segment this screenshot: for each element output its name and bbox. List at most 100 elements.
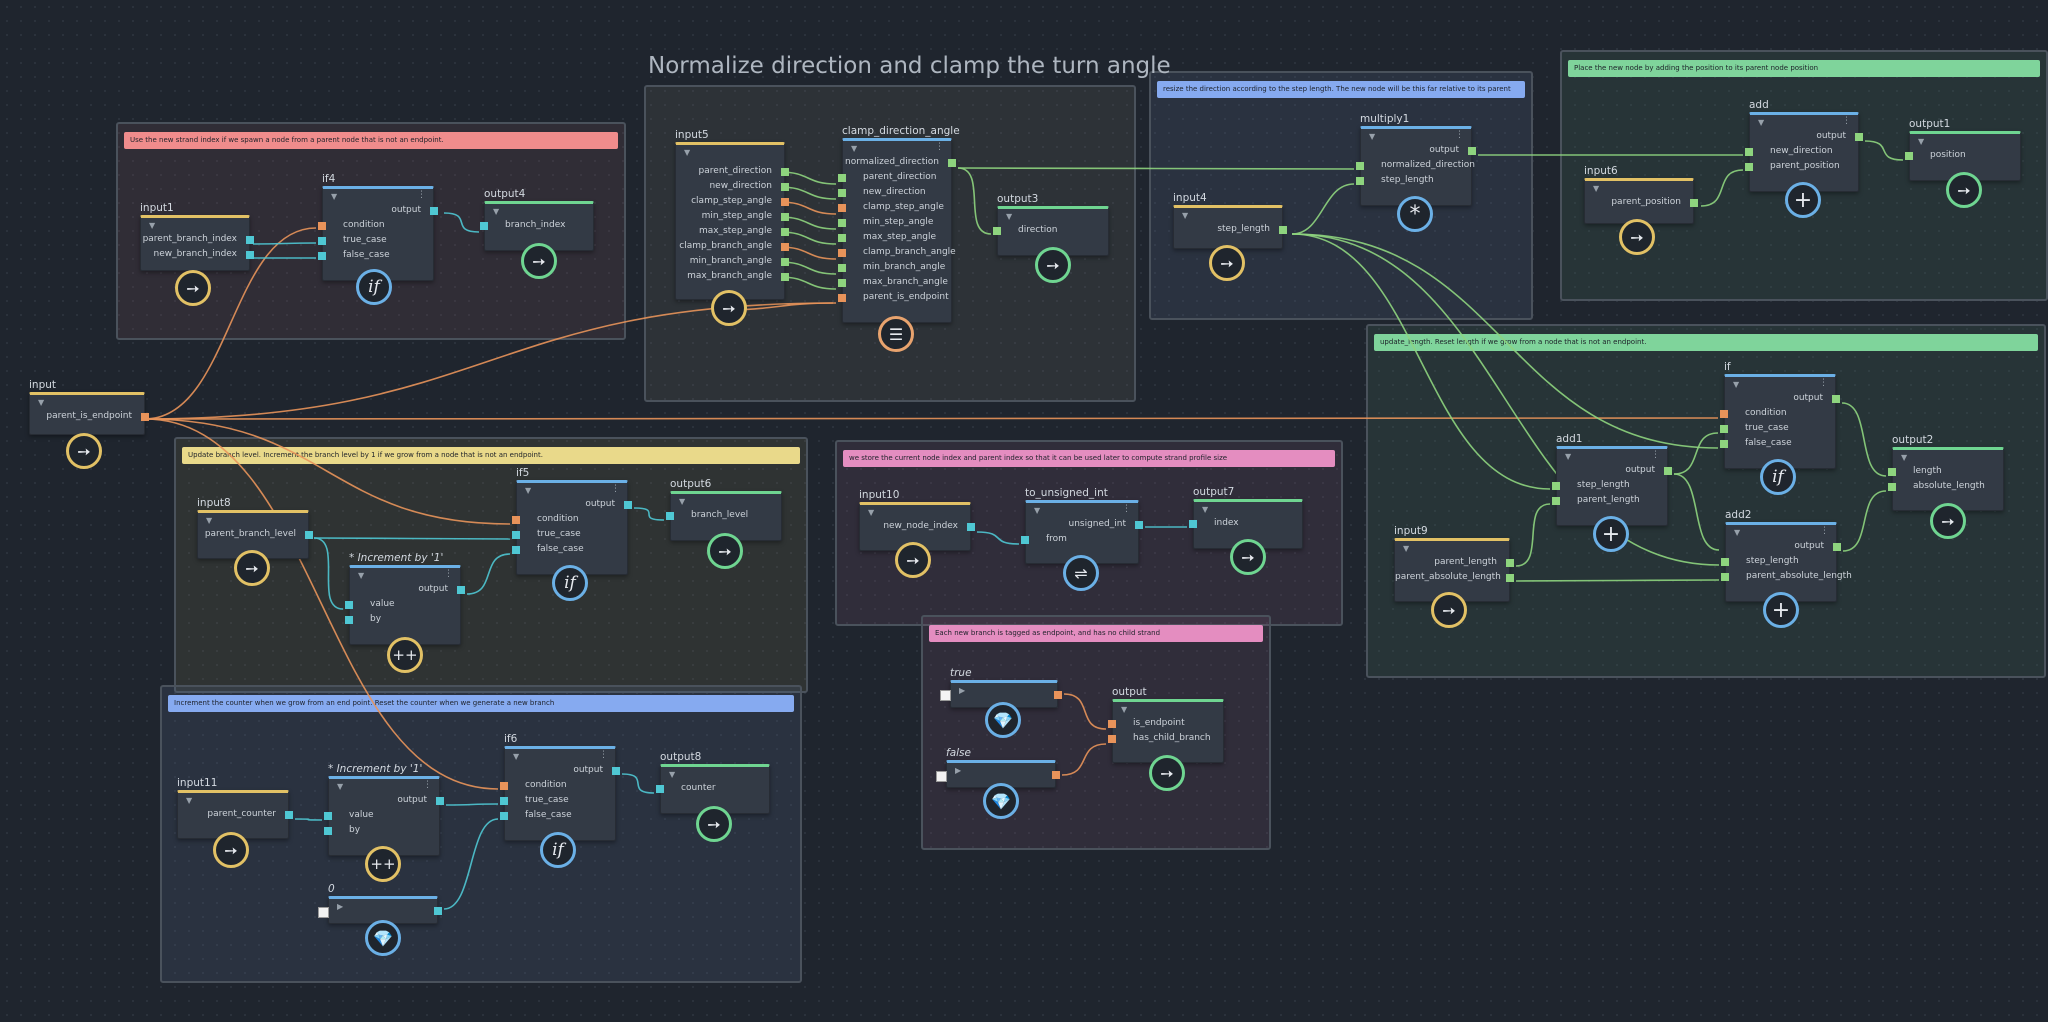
node-zero[interactable]: 0 ▶ bbox=[328, 882, 442, 924]
port-in-direction[interactable]: direction bbox=[993, 223, 1108, 238]
port-in-parent-is-endpoint[interactable]: parent_is_endpoint bbox=[838, 290, 951, 305]
node-input[interactable]: input ▼ parent_is_endpoint bbox=[29, 378, 149, 435]
node-add1[interactable]: add1 ▼⋮ output step_length parent_length bbox=[1552, 432, 1672, 526]
false-checkbox[interactable] bbox=[936, 771, 947, 782]
port-out[interactable]: output bbox=[1557, 463, 1672, 478]
node-input11[interactable]: input11 ▼ parent_counter bbox=[177, 776, 293, 839]
node-body[interactable]: ▼⋮ output step_length parent_length bbox=[1552, 446, 1672, 526]
node-menu-icon[interactable]: ⋮ bbox=[423, 780, 432, 790]
collapse-triangle-icon[interactable]: ▼ bbox=[358, 571, 365, 580]
port-out[interactable]: output bbox=[505, 763, 620, 778]
zero-checkbox[interactable] bbox=[318, 907, 329, 918]
port-in-clamp-branch-angle[interactable]: clamp_branch_angle bbox=[838, 245, 956, 260]
port-in-branch-level[interactable]: branch_level bbox=[666, 508, 781, 523]
node-body[interactable]: ▼ parent_is_endpoint bbox=[29, 392, 149, 435]
port-out-new-direction[interactable]: new_direction bbox=[676, 179, 789, 194]
node-if6[interactable]: if6 ▼⋮ output condition true_case false_… bbox=[500, 732, 620, 841]
collapse-triangle-icon[interactable]: ▼ bbox=[1034, 506, 1041, 515]
port-out[interactable]: output bbox=[1361, 143, 1476, 158]
node-menu-icon[interactable]: ⋮ bbox=[1842, 116, 1851, 126]
node-multiply1[interactable]: multiply1 ▼⋮ output normalized_direction… bbox=[1356, 112, 1476, 206]
port-in-value[interactable]: value bbox=[324, 808, 439, 823]
node-body[interactable]: ▼ parent_direction new_direction clamp_s… bbox=[675, 142, 789, 300]
node-clamp-direction-angle[interactable]: clamp_direction_angle ▼⋮ normalized_dire… bbox=[838, 124, 960, 323]
port-in-new-direction[interactable]: new_direction bbox=[838, 185, 951, 200]
port-in-parent-position[interactable]: parent_position bbox=[1745, 159, 1858, 174]
node-increment-by-1-b[interactable]: * Increment by '1' ▼⋮ output value by bbox=[324, 762, 444, 856]
port-out[interactable]: output bbox=[323, 203, 438, 218]
node-output[interactable]: output ▼ is_endpoint has_child_branch bbox=[1108, 685, 1224, 763]
port-in-new-direction[interactable]: new_direction bbox=[1745, 144, 1858, 159]
collapse-triangle-icon[interactable]: ▼ bbox=[1733, 380, 1740, 389]
port-in-false-case[interactable]: false_case bbox=[318, 248, 433, 263]
port-in-true-case[interactable]: true_case bbox=[500, 793, 615, 808]
node-add[interactable]: add ▼⋮ output new_direction parent_posit… bbox=[1745, 98, 1863, 192]
port-out-step-length[interactable]: step_length bbox=[1174, 222, 1287, 237]
collapse-triangle-icon[interactable]: ▼ bbox=[1121, 705, 1128, 714]
expand-triangle-icon[interactable]: ▶ bbox=[959, 686, 966, 695]
node-body[interactable]: ▼⋮ output step_length parent_absolute_le… bbox=[1721, 522, 1852, 602]
node-output3[interactable]: output3 ▼ direction bbox=[993, 192, 1109, 256]
port-in-step-length[interactable]: step_length bbox=[1356, 173, 1471, 188]
port-out-clamp-step-angle[interactable]: clamp_step_angle bbox=[676, 194, 789, 209]
port-in-is-endpoint[interactable]: is_endpoint bbox=[1108, 716, 1223, 731]
node-body[interactable]: ▼ branch_level bbox=[666, 491, 782, 541]
port-out-parent-branch-index[interactable]: parent_branch_index bbox=[141, 232, 254, 247]
node-body[interactable]: ▼⋮ output condition true_case false_case bbox=[500, 746, 620, 841]
port-in-by[interactable]: by bbox=[345, 612, 460, 627]
collapse-triangle-icon[interactable]: ▼ bbox=[1202, 505, 1209, 514]
node-input4[interactable]: input4 ▼ step_length bbox=[1173, 191, 1287, 249]
port-in-false-case[interactable]: false_case bbox=[512, 542, 627, 557]
node-body[interactable]: ▼⋮ output condition true_case false_case bbox=[318, 186, 438, 281]
port-out-parent-counter[interactable]: parent_counter bbox=[178, 807, 293, 822]
true-checkbox[interactable] bbox=[940, 690, 951, 701]
node-body[interactable]: ▼ ⋮ output normalized_direction step_leng… bbox=[1356, 126, 1476, 206]
node-menu-icon[interactable]: ⋮ bbox=[935, 142, 944, 152]
port-out[interactable]: output bbox=[350, 582, 465, 597]
node-to-unsigned-int[interactable]: to_unsigned_int ▼⋮ unsigned_int from bbox=[1021, 486, 1143, 564]
port-in-true-case[interactable]: true_case bbox=[1720, 421, 1835, 436]
node-body[interactable]: ▼⋮ normalized_direction parent_direction… bbox=[838, 138, 956, 323]
collapse-triangle-icon[interactable]: ▼ bbox=[206, 516, 213, 525]
collapse-triangle-icon[interactable]: ▼ bbox=[1565, 452, 1572, 461]
node-body[interactable]: ▼ ⋮ output new_direction parent_position bbox=[1745, 112, 1863, 192]
port-out[interactable]: output bbox=[329, 793, 444, 808]
collapse-triangle-icon[interactable]: ▼ bbox=[513, 752, 520, 761]
node-output4[interactable]: output4 ▼ branch_index bbox=[480, 187, 594, 251]
port-in-step-length[interactable]: step_length bbox=[1552, 478, 1667, 493]
port-in-max-step-angle[interactable]: max_step_angle bbox=[838, 230, 951, 245]
collapse-triangle-icon[interactable]: ▼ bbox=[525, 486, 532, 495]
collapse-triangle-icon[interactable]: ▼ bbox=[38, 398, 45, 407]
node-body[interactable]: ▼⋮ unsigned_int from bbox=[1021, 500, 1143, 564]
port-out-new-node-index[interactable]: new_node_index bbox=[860, 519, 975, 534]
collapse-triangle-icon[interactable]: ▼ bbox=[1369, 132, 1376, 141]
port-out[interactable]: output bbox=[1726, 539, 1841, 554]
node-output6[interactable]: output6 ▼ branch_level bbox=[666, 477, 782, 541]
port-out-parent-position[interactable]: parent_position bbox=[1585, 195, 1698, 210]
port-in-position[interactable]: position bbox=[1905, 148, 2020, 163]
collapse-triangle-icon[interactable]: ▼ bbox=[1006, 212, 1013, 221]
port-out[interactable]: output bbox=[517, 497, 632, 512]
port-out-unsigned-int[interactable]: unsigned_int bbox=[1026, 517, 1143, 532]
port-in-length[interactable]: length bbox=[1888, 464, 2003, 479]
collapse-triangle-icon[interactable]: ▼ bbox=[331, 192, 338, 201]
node-if4[interactable]: if4 ▼⋮ output condition true_case false_… bbox=[318, 172, 438, 281]
port-in-value[interactable]: value bbox=[345, 597, 460, 612]
port-in-index[interactable]: index bbox=[1189, 516, 1302, 531]
port-in-counter[interactable]: counter bbox=[656, 781, 769, 796]
collapse-triangle-icon[interactable]: ▼ bbox=[1758, 118, 1765, 127]
port-out-max-step-angle[interactable]: max_step_angle bbox=[676, 224, 789, 239]
node-input9[interactable]: input9 ▼ parent_length parent_absolute_l… bbox=[1394, 524, 1514, 602]
port-in-false-case[interactable]: false_case bbox=[500, 808, 615, 823]
node-menu-icon[interactable]: ⋮ bbox=[1455, 130, 1464, 140]
collapse-triangle-icon[interactable]: ▼ bbox=[1182, 211, 1189, 220]
node-increment-by-1-a[interactable]: * Increment by '1' ▼⋮ output value by bbox=[345, 551, 465, 645]
port-out-parent-absolute-length[interactable]: parent_absolute_length bbox=[1395, 570, 1514, 585]
port-out[interactable]: output bbox=[1725, 391, 1840, 406]
port-out[interactable]: output bbox=[1750, 129, 1863, 144]
node-menu-icon[interactable]: ⋮ bbox=[611, 484, 620, 494]
port-in-normalized-direction[interactable]: normalized_direction bbox=[1356, 158, 1475, 173]
port-in-parent-absolute-length[interactable]: parent_absolute_length bbox=[1721, 569, 1852, 584]
port-in-by[interactable]: by bbox=[324, 823, 439, 838]
collapse-triangle-icon[interactable]: ▼ bbox=[186, 796, 193, 805]
